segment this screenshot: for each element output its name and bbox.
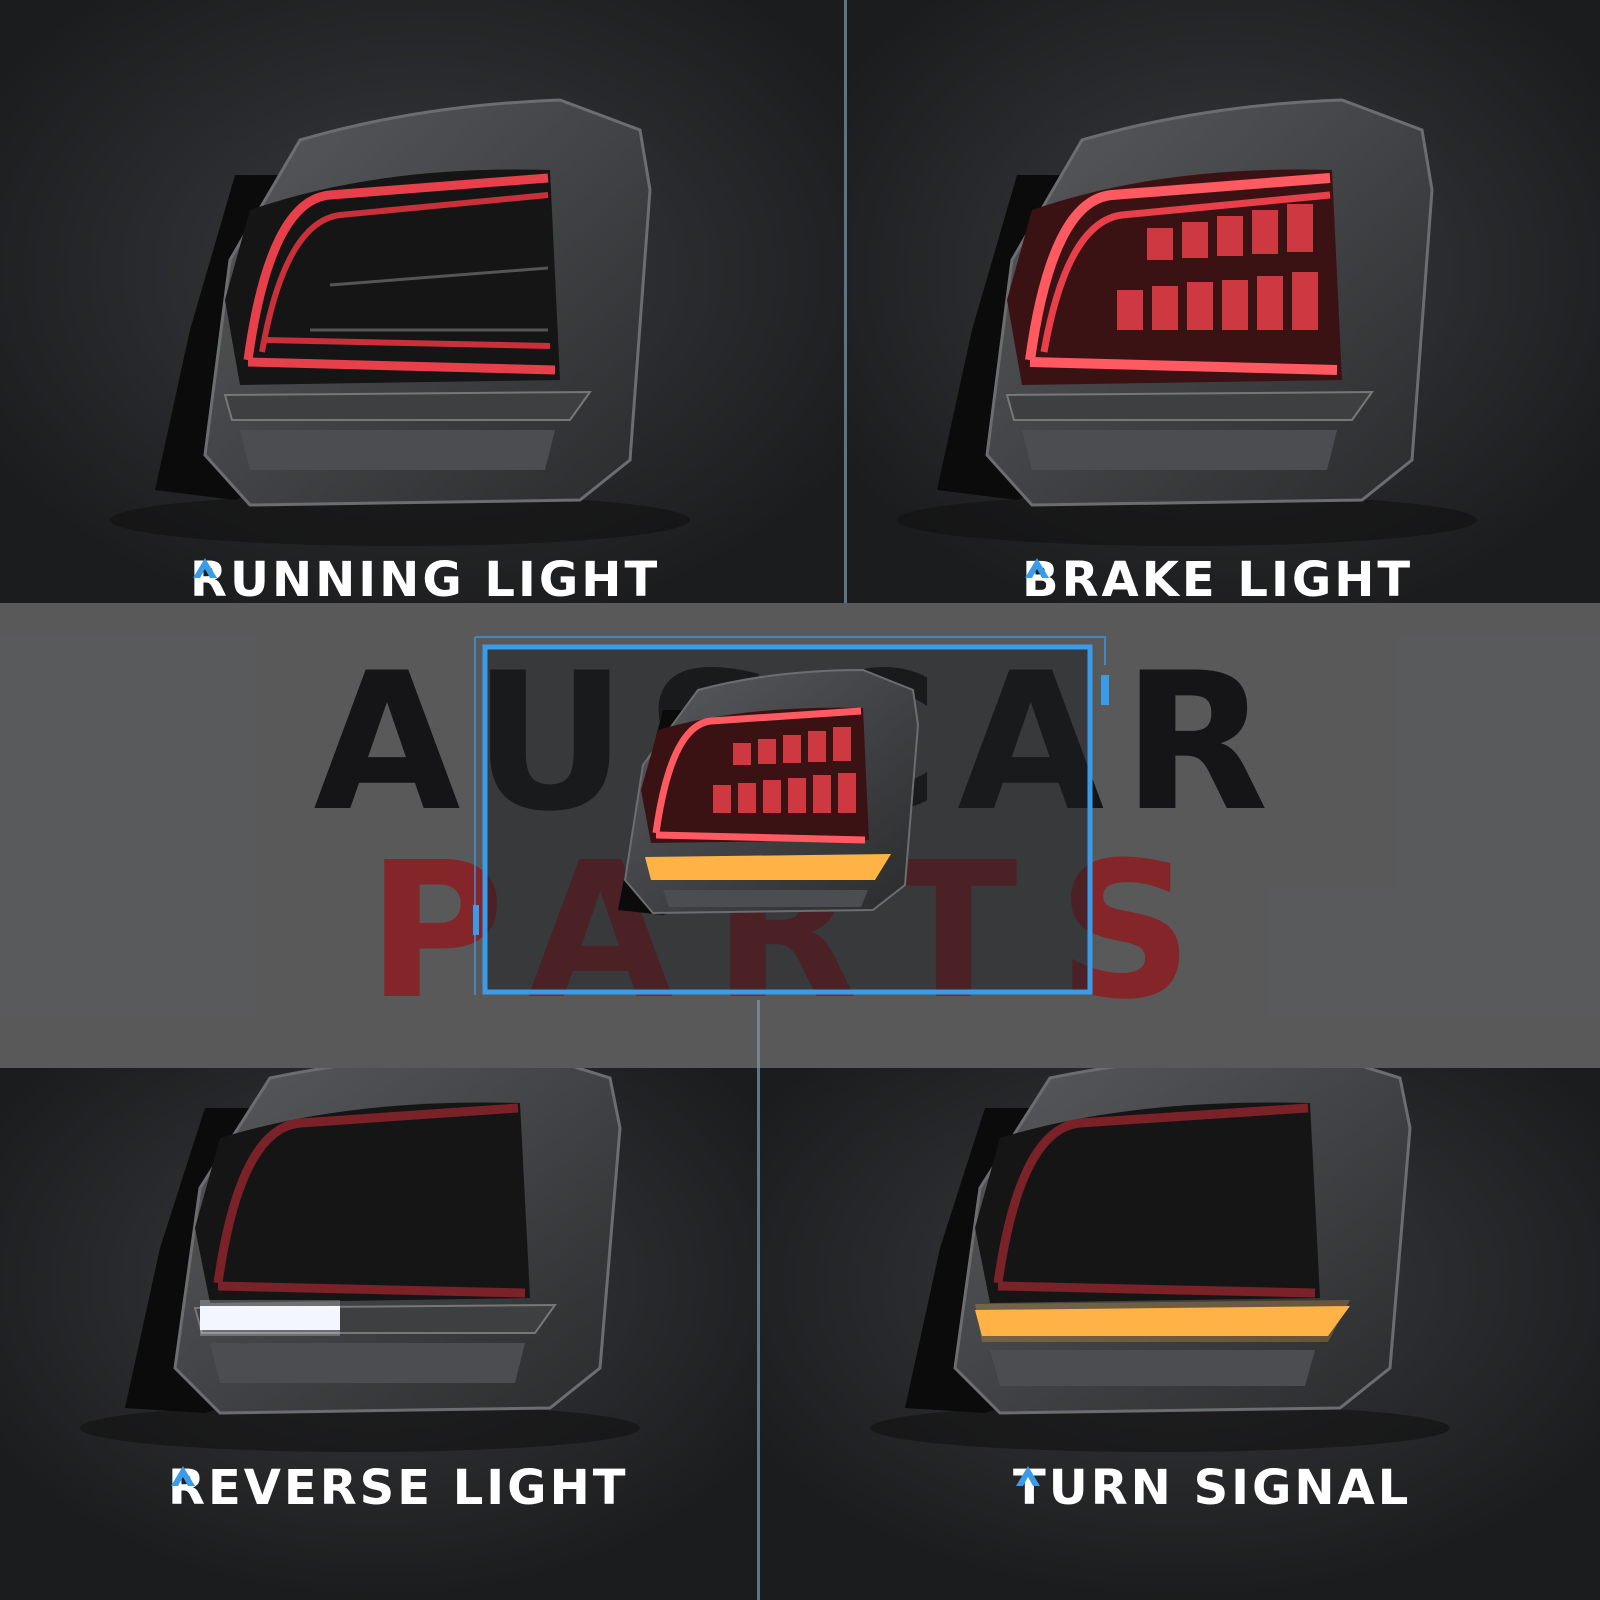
center-combined-light	[473, 635, 1125, 1015]
divider-vertical-bottom	[757, 1000, 760, 1600]
panel-reverse-light: REVERSE LIGHT	[0, 1068, 757, 1600]
taillight-combined-image	[473, 636, 1109, 995]
caption-turn-signal: TURN SIGNAL	[1013, 1460, 1411, 1516]
caption-reverse-light-text: REVERSE LIGHT	[168, 1460, 629, 1516]
panel-brake-light: BRAKE LIGHT	[847, 0, 1600, 603]
chevron-up-icon	[1016, 1466, 1040, 1486]
caption-turn-signal-text: TURN SIGNAL	[1013, 1460, 1412, 1516]
chevron-up-icon	[171, 1466, 195, 1486]
chevron-up-icon	[1025, 558, 1049, 578]
chevron-up-icon	[193, 558, 217, 578]
panel-running-light: RUNNING LIGHT	[0, 0, 844, 603]
taillight-turn-image	[760, 1068, 1600, 1600]
taillight-running-image	[0, 0, 844, 603]
taillight-brake-image	[847, 0, 1600, 603]
caption-running-light-text: RUNNING LIGHT	[190, 552, 661, 603]
panel-turn-signal: TURN SIGNAL	[760, 1068, 1600, 1600]
divider-vertical-top	[844, 0, 847, 603]
taillight-reverse-image	[0, 1068, 757, 1600]
caption-brake-light: BRAKE LIGHT	[1022, 552, 1413, 603]
caption-running-light: RUNNING LIGHT	[190, 552, 660, 603]
caption-reverse-light: REVERSE LIGHT	[168, 1460, 628, 1516]
caption-brake-light-text: BRAKE LIGHT	[1022, 552, 1414, 603]
